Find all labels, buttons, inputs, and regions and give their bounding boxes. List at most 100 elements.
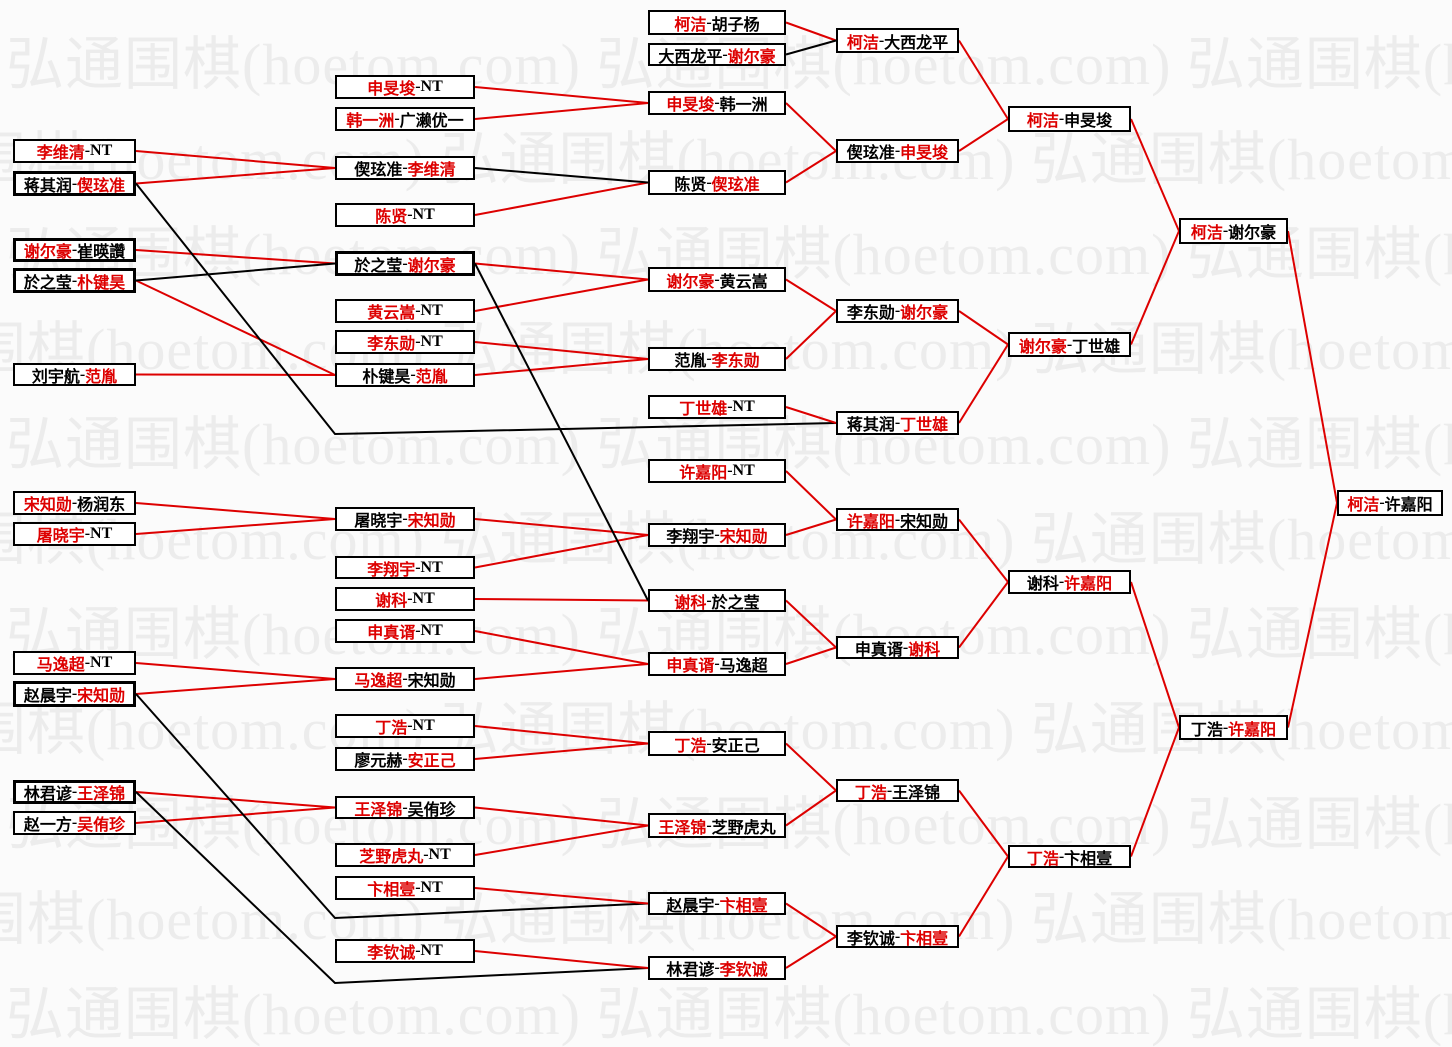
player-name: NT xyxy=(420,302,443,319)
match-box-c5_3[interactable]: 谢科-许嘉阳 xyxy=(1008,570,1131,594)
player-name: 林君谚 xyxy=(23,786,72,803)
player-name: 柯洁 xyxy=(1026,113,1059,130)
player-name: 谢尔豪 xyxy=(666,273,715,291)
player-name: NT xyxy=(90,525,113,542)
vs-separator: - xyxy=(71,494,78,511)
match-box-c1_4[interactable]: 於之莹-朴键昊 xyxy=(13,268,136,293)
connector-line-winner xyxy=(135,678,336,695)
connector-line-winner xyxy=(474,950,649,969)
player-name: 李东勋 xyxy=(711,353,760,370)
match-box-c1_11[interactable]: 赵一方-吴侑珍 xyxy=(13,811,136,835)
match-box-c1_2[interactable]: 蒋其润-偰玹准 xyxy=(13,171,136,196)
match-box-c3_15[interactable]: 林君谚-李钦诚 xyxy=(648,956,786,980)
vs-separator: - xyxy=(706,350,712,367)
match-box-c1_7[interactable]: 屠晓宇-NT xyxy=(13,522,136,546)
match-box-c3_7[interactable]: 丁世雄-NT xyxy=(648,395,786,419)
match-box-c3_6[interactable]: 范胤-李东勋 xyxy=(648,347,786,371)
match-box-c2_10[interactable]: 李翔宇-NT xyxy=(335,556,475,579)
match-box-c2_4[interactable]: 陈贤-NT xyxy=(335,203,475,227)
connector-line-winner xyxy=(1287,230,1338,504)
match-box-c4_7[interactable]: 丁浩-王泽锦 xyxy=(836,779,959,802)
match-box-c3_9[interactable]: 李翔宇-宋知勋 xyxy=(648,523,786,547)
match-box-c5_2[interactable]: 谢尔豪-丁世雄 xyxy=(1008,332,1131,357)
match-box-c2_14[interactable]: 丁浩-NT xyxy=(335,714,475,738)
match-box-c2_3[interactable]: 偰玹准-李维清 xyxy=(335,156,475,180)
vs-separator: - xyxy=(415,333,421,350)
player-name: 许嘉阳 xyxy=(1064,576,1113,593)
match-box-c4_3[interactable]: 李东勋-谢尔豪 xyxy=(836,299,959,323)
match-box-c4_8[interactable]: 李钦诚-卞相壹 xyxy=(836,925,959,948)
player-name: NT xyxy=(90,654,113,671)
match-box-c2_12[interactable]: 申真谞-NT xyxy=(335,619,475,643)
match-box-c4_5[interactable]: 许嘉阳-宋知勋 xyxy=(836,508,959,531)
match-box-c1_1[interactable]: 李维清-NT xyxy=(13,139,136,163)
match-box-c2_15[interactable]: 廖元赫-安正己 xyxy=(335,747,475,771)
match-box-c3_13[interactable]: 王泽锦-芝野虎丸 xyxy=(648,813,786,838)
match-box-c2_6[interactable]: 黄云嵩-NT xyxy=(335,299,475,323)
match-box-c6_2[interactable]: 丁浩-许嘉阳 xyxy=(1179,715,1288,740)
match-box-c7_1[interactable]: 柯洁-许嘉阳 xyxy=(1337,490,1443,516)
match-box-c1_10[interactable]: 林君谚-王泽锦 xyxy=(13,780,136,804)
match-box-c2_11[interactable]: 谢科-NT xyxy=(335,587,475,611)
match-box-c2_8[interactable]: 朴键昊-范胤 xyxy=(335,363,475,387)
player-name: 申旻埈 xyxy=(666,97,715,114)
match-box-c2_18[interactable]: 卞相壹-NT xyxy=(335,876,475,900)
vs-separator: - xyxy=(894,414,901,431)
player-name: 丁世雄 xyxy=(1072,338,1121,356)
match-box-c3_1[interactable]: 柯洁-胡子杨 xyxy=(648,10,786,35)
match-box-c2_16[interactable]: 王泽锦-吴侑珍 xyxy=(335,796,475,819)
match-box-c2_5[interactable]: 於之莹-谢尔豪 xyxy=(335,251,475,276)
match-box-c3_5[interactable]: 谢尔豪-黄云嵩 xyxy=(648,267,786,292)
connector-line-winner xyxy=(135,249,336,265)
match-box-c2_9[interactable]: 屠晓宇-宋知勋 xyxy=(335,507,475,531)
player-name: 吴侑珍 xyxy=(77,817,126,834)
vs-separator: - xyxy=(402,798,408,816)
connector-line-winner xyxy=(785,21,837,42)
player-name: 马逸超 xyxy=(354,673,403,690)
vs-separator: - xyxy=(402,510,408,527)
match-box-c4_1[interactable]: 柯洁-大西龙平 xyxy=(836,28,959,53)
connector-line-winner xyxy=(1130,581,1180,728)
vs-separator: - xyxy=(415,622,421,639)
match-box-c5_4[interactable]: 丁浩-卞相壹 xyxy=(1008,845,1131,868)
connector-line-winner xyxy=(785,102,837,152)
player-name: 许嘉阳 xyxy=(846,513,895,531)
match-box-c1_8[interactable]: 马逸超-NT xyxy=(13,651,136,675)
bracket-connector-lines xyxy=(135,21,1338,985)
match-box-c3_4[interactable]: 陈贤-偰玹准 xyxy=(648,170,786,195)
player-name: 王泽锦 xyxy=(77,786,126,803)
match-box-c4_6[interactable]: 申真谞-谢科 xyxy=(836,636,959,659)
connector-line-winner xyxy=(958,343,1009,424)
vs-separator: - xyxy=(878,31,885,49)
match-box-c2_7[interactable]: 李东勋-NT xyxy=(335,330,475,354)
match-box-c3_2[interactable]: 大西龙平-谢尔豪 xyxy=(648,43,786,66)
match-box-c6_1[interactable]: 柯洁-谢尔豪 xyxy=(1179,218,1288,244)
match-box-c5_1[interactable]: 柯洁-申旻埈 xyxy=(1008,106,1131,132)
match-box-c1_3[interactable]: 谢尔豪-崔暎讚 xyxy=(13,238,136,262)
match-box-c3_12[interactable]: 丁浩-安正己 xyxy=(648,731,786,756)
player-name: 偰玹准 xyxy=(77,177,126,195)
match-box-c2_2[interactable]: 韩一洲-广濑优一 xyxy=(335,107,475,131)
match-box-c3_14[interactable]: 赵晨宇-卞相壹 xyxy=(648,892,786,915)
match-box-c1_6[interactable]: 宋知勋-杨润东 xyxy=(13,491,136,515)
connector-line-loser xyxy=(135,791,649,985)
match-box-c4_4[interactable]: 蒋其润-丁世雄 xyxy=(836,411,959,435)
match-box-c1_5[interactable]: 刘宇航-范胤 xyxy=(13,363,136,386)
match-box-c3_3[interactable]: 申旻埈-韩一洲 xyxy=(648,91,786,115)
match-box-c2_13[interactable]: 马逸超-宋知勋 xyxy=(335,667,475,691)
match-box-c3_11[interactable]: 申真谞-马逸超 xyxy=(648,652,786,676)
player-name: 丁浩 xyxy=(1190,721,1223,739)
player-name: 韩一洲 xyxy=(346,113,395,130)
player-name: 柯洁 xyxy=(674,16,707,34)
match-box-c4_2[interactable]: 偰玹准-申旻埈 xyxy=(836,139,959,163)
match-box-c3_10[interactable]: 谢科-於之莹 xyxy=(648,589,786,612)
player-name: 丁浩 xyxy=(1026,850,1059,868)
player-name: 申真谞 xyxy=(854,641,903,659)
match-box-c3_8[interactable]: 许嘉阳-NT xyxy=(648,459,786,483)
match-box-c2_19[interactable]: 李钦诚-NT xyxy=(335,939,475,963)
match-box-c2_1[interactable]: 申旻埈-NT xyxy=(335,75,475,99)
vs-separator: - xyxy=(84,142,91,159)
vs-separator: - xyxy=(84,525,91,542)
match-box-c2_17[interactable]: 芝野虎丸-NT xyxy=(335,843,475,867)
match-box-c1_9[interactable]: 赵晨宇-宋知勋 xyxy=(13,681,136,707)
